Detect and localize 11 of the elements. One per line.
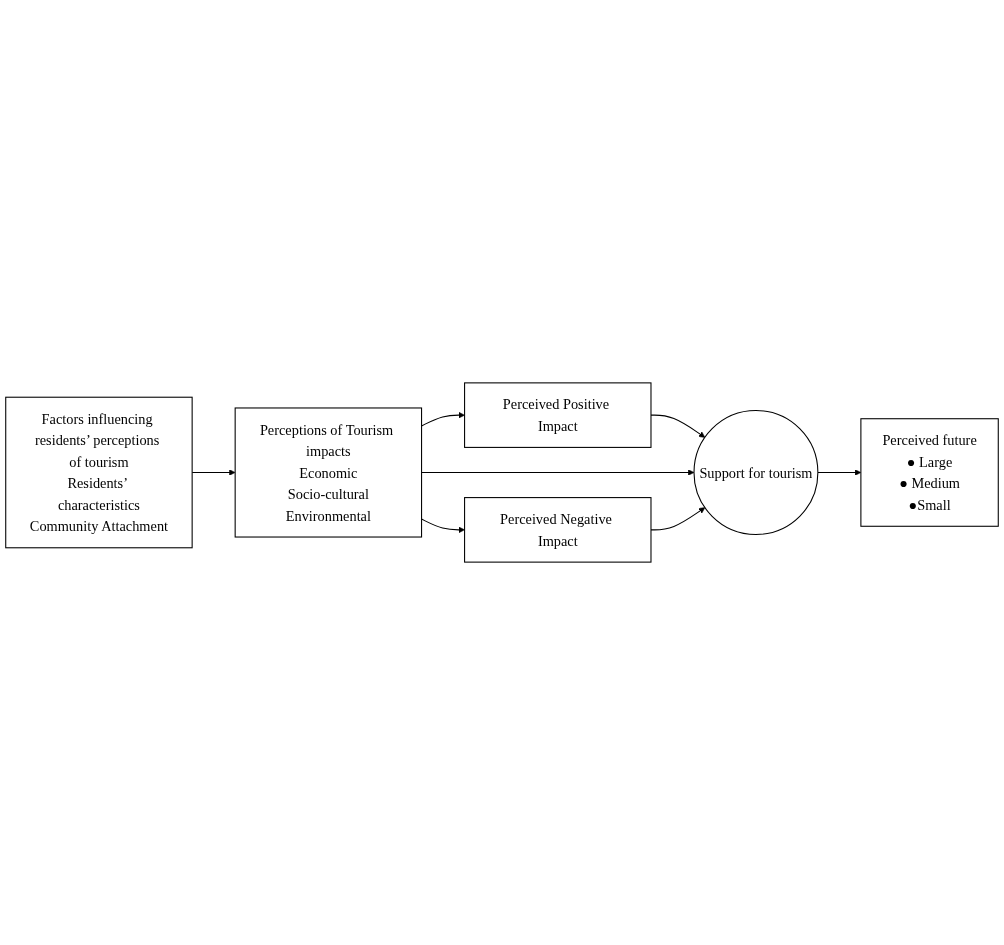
node-box: Perceived Positive Impact xyxy=(464,382,652,448)
arrow xyxy=(421,469,695,476)
node-box: Perceptions of Tourism impacts Economic Socio-cultural Environmental xyxy=(234,407,423,538)
node-circle: Support for tourism xyxy=(693,410,819,535)
arrow xyxy=(421,518,465,533)
arrow xyxy=(650,414,706,438)
node-box: Perceived future ● Large ● Medium ●Small xyxy=(860,418,999,527)
arrow xyxy=(650,507,706,531)
node-box: Perceived Negative Impact xyxy=(464,497,652,563)
node-box: Factors influencing residents’ perceptions of tourism Residents’ characteristics Community Attachment xyxy=(5,396,193,549)
arrow xyxy=(421,412,465,427)
